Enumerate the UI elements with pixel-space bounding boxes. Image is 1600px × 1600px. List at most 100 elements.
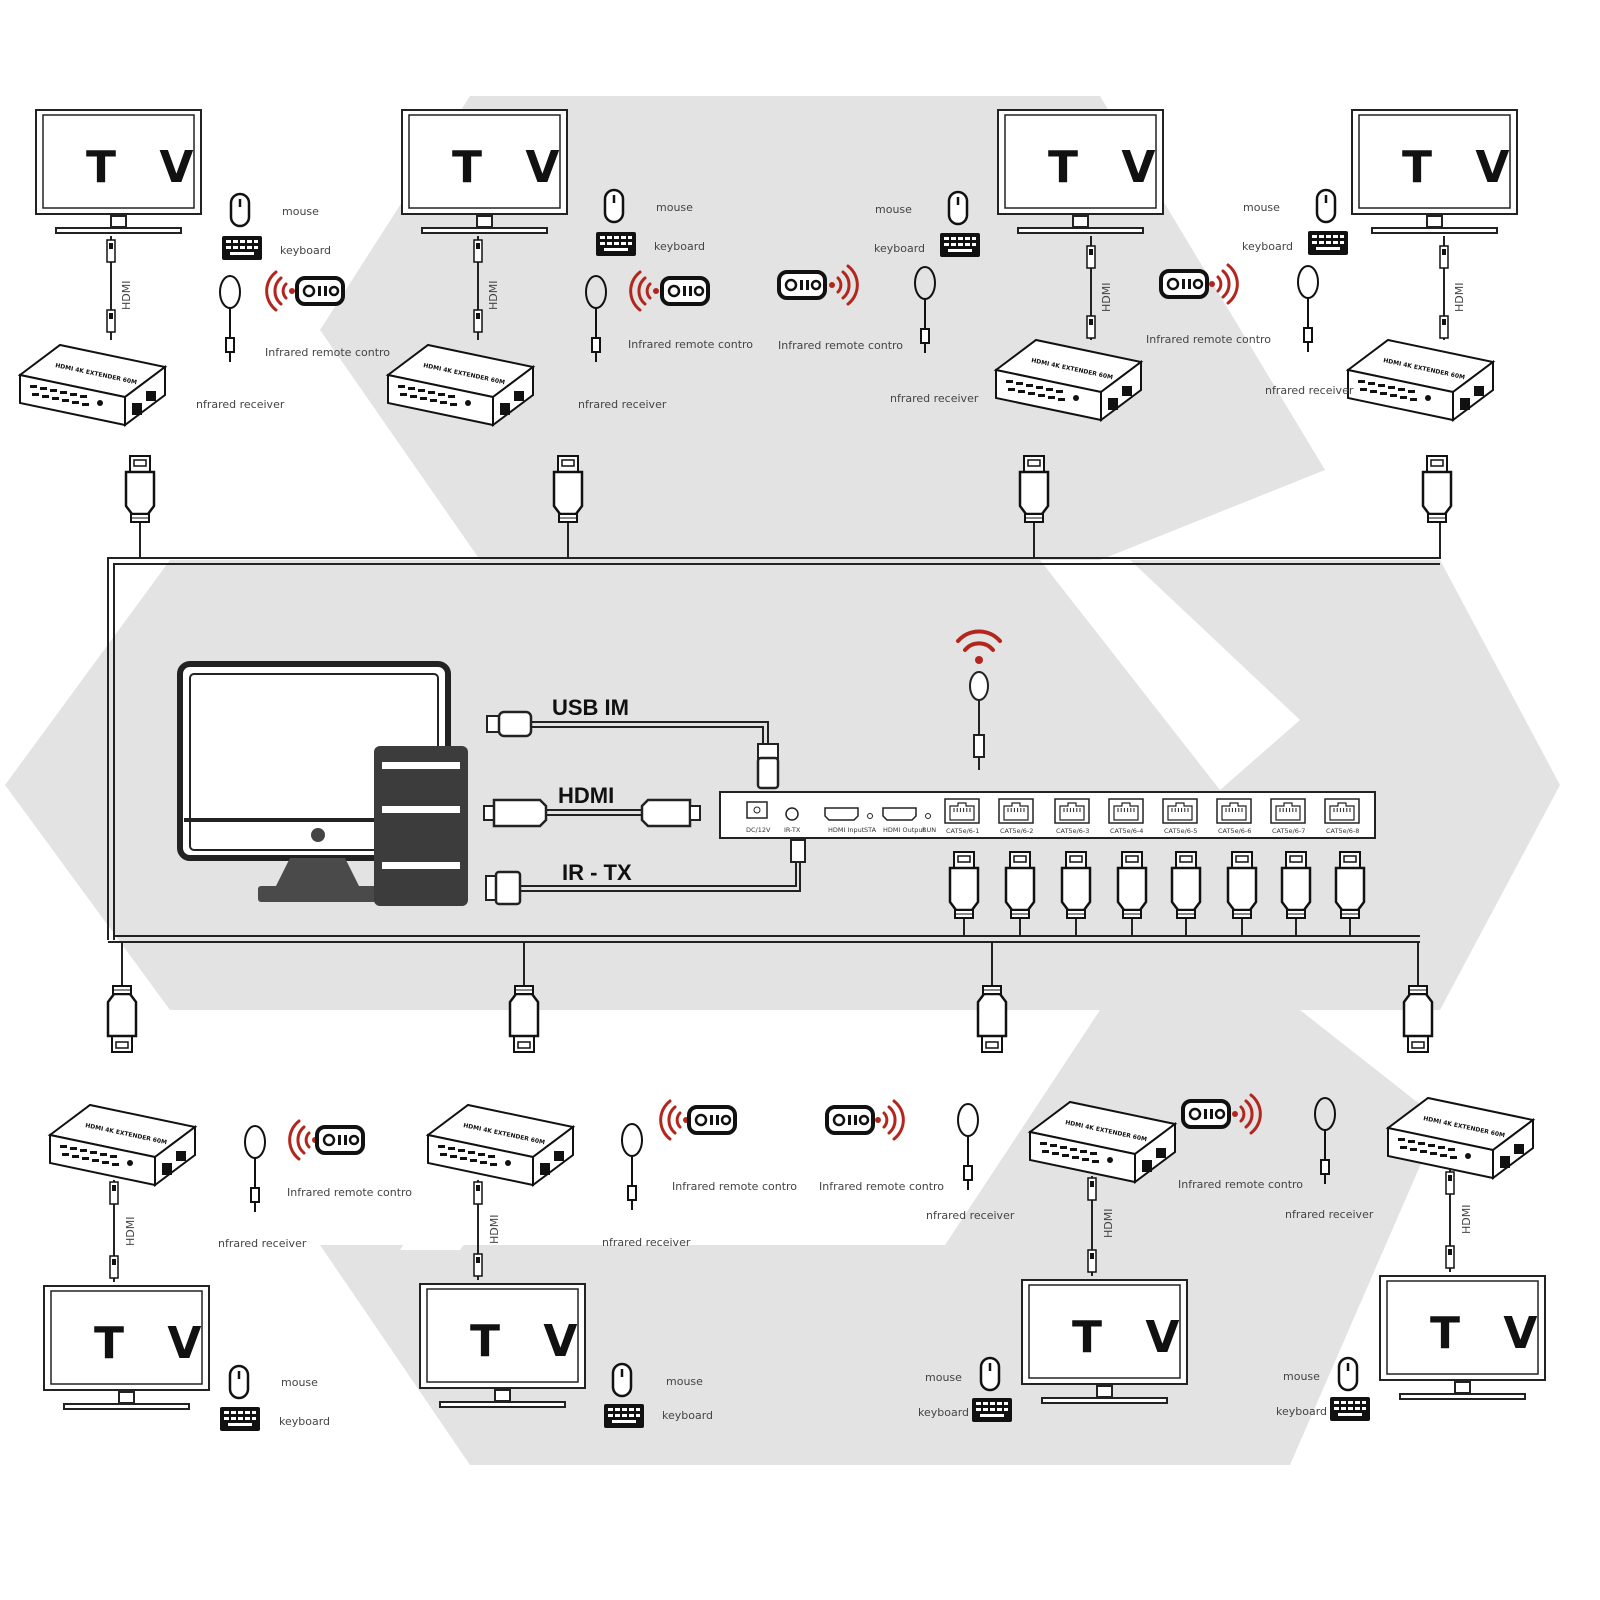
mouse-icon bbox=[228, 1364, 250, 1400]
rj45-port-label: CAT5e/6-7 bbox=[1272, 827, 1305, 835]
hdmi-label: HDMI bbox=[1102, 1209, 1115, 1238]
ir-receiver-icon bbox=[957, 1103, 979, 1191]
remote-icon bbox=[1159, 269, 1209, 299]
hdmi-plug-icon bbox=[1060, 850, 1092, 920]
rj45-port-3: CAT5e/6-3 bbox=[1054, 798, 1090, 835]
keyboard-icon bbox=[940, 233, 980, 257]
remote-icon bbox=[1181, 1099, 1231, 1129]
hdmi-input-cable bbox=[483, 798, 701, 828]
hdmi-plug-icon bbox=[1334, 850, 1366, 920]
keyboard-label: keyboard bbox=[918, 1406, 969, 1419]
ir-receiver-icon bbox=[244, 1125, 266, 1213]
hdmi-label: HDMI bbox=[120, 281, 133, 310]
ir-receiver-icon bbox=[1297, 265, 1319, 353]
ir-remote-label: Infrared remote contro bbox=[672, 1180, 797, 1193]
hdmi-cable-8: HDMI bbox=[1445, 1170, 1473, 1272]
mouse-icon bbox=[603, 188, 625, 224]
rj45-port-label: CAT5e/6-3 bbox=[1056, 827, 1089, 835]
tv-label: T V bbox=[470, 1316, 591, 1367]
mouse-icon bbox=[1315, 188, 1337, 224]
irtx-port-label: IR-TX bbox=[784, 826, 801, 834]
tv-label: T V bbox=[1430, 1308, 1551, 1359]
keyboard-icon bbox=[1330, 1397, 1370, 1421]
keyboard-label: keyboard bbox=[279, 1415, 330, 1428]
tv-label: T V bbox=[1402, 142, 1523, 193]
remote-icon bbox=[777, 270, 827, 300]
hdmi-plug-icon bbox=[1402, 984, 1434, 1054]
ir-wave-icon bbox=[288, 1119, 320, 1161]
rj45-port-label: CAT5e/6-5 bbox=[1164, 827, 1197, 835]
ir-receiver-label: nfrared receiver bbox=[578, 398, 667, 411]
mouse-label: mouse bbox=[1243, 201, 1280, 214]
rj45-port-label: CAT5e/6-6 bbox=[1218, 827, 1251, 835]
ir-receiver-label: nfrared receiver bbox=[602, 1236, 691, 1249]
usb-label: USB IM bbox=[552, 695, 629, 720]
remote-icon bbox=[660, 276, 710, 306]
wifi-signal-icon bbox=[956, 629, 1002, 664]
hdmi-plug-icon bbox=[508, 984, 540, 1054]
ir-remote-label: Infrared remote contro bbox=[819, 1180, 944, 1193]
remote-icon bbox=[687, 1105, 737, 1135]
keyboard-icon bbox=[1308, 231, 1348, 255]
hdmi-cable-6: HDMI bbox=[473, 1180, 501, 1280]
sta-label: STA bbox=[864, 826, 877, 834]
ir-receiver-label: nfrared receiver bbox=[1265, 384, 1354, 397]
ir-receiver-icon bbox=[219, 275, 241, 363]
hdmi-cable-5: HDMI bbox=[109, 1180, 137, 1282]
hdmi-plug-icon bbox=[1018, 454, 1050, 524]
hdmi-cable-4: HDMI bbox=[1439, 236, 1466, 340]
mouse-icon bbox=[611, 1362, 633, 1398]
tv-1: T V bbox=[35, 109, 207, 234]
ir-remote-label: Infrared remote contro bbox=[287, 1186, 412, 1199]
splitter-icon: DC/12V IR-TX HDMI Input STA HDMI Output … bbox=[719, 791, 1376, 839]
keyboard-icon bbox=[596, 232, 636, 256]
tv-4: T V bbox=[1351, 109, 1523, 234]
usb-cable bbox=[486, 710, 780, 790]
hdmi-plug-icon bbox=[976, 984, 1008, 1054]
hdmi-label: HDMI bbox=[1460, 1205, 1473, 1234]
hdmi-plug-icon bbox=[948, 850, 980, 920]
ir-receiver-label: nfrared receiver bbox=[890, 392, 979, 405]
tv-8: T V bbox=[1379, 1275, 1551, 1400]
hdmi-in-port-label: HDMI Input bbox=[828, 826, 865, 834]
keyboard-icon bbox=[972, 1398, 1012, 1422]
mouse-label: mouse bbox=[925, 1371, 962, 1384]
extender-5 bbox=[49, 1104, 196, 1186]
hdmi-label: HDMI bbox=[488, 1215, 501, 1244]
hdmi-cable-1: HDMI bbox=[106, 236, 133, 340]
tv-label: T V bbox=[94, 1318, 215, 1369]
keyboard-label: keyboard bbox=[1276, 1405, 1327, 1418]
hdmi-plug-icon bbox=[1421, 454, 1453, 524]
mouse-icon bbox=[229, 192, 251, 228]
tv-5: T V bbox=[43, 1285, 215, 1410]
mouse-label: mouse bbox=[281, 1376, 318, 1389]
remote-icon bbox=[315, 1125, 365, 1155]
mouse-label: mouse bbox=[875, 203, 912, 216]
extender-1 bbox=[19, 344, 166, 426]
hdmi-label: HDMI bbox=[487, 281, 500, 310]
tv-label: T V bbox=[86, 142, 207, 193]
tv-label: T V bbox=[452, 142, 573, 193]
rj45-port-label: CAT5e/6-1 bbox=[946, 827, 979, 835]
rj45-port-5: CAT5e/6-5 bbox=[1162, 798, 1198, 835]
ir-wave-icon bbox=[265, 270, 297, 312]
hdmi-plug-icon bbox=[552, 454, 584, 524]
tv-label: T V bbox=[1048, 142, 1169, 193]
hdmi-plug-icon bbox=[124, 454, 156, 524]
server-tower-icon bbox=[374, 746, 468, 906]
rj45-port-4: CAT5e/6-4 bbox=[1108, 798, 1144, 835]
keyboard-icon bbox=[220, 1407, 260, 1431]
ir-remote-label: Infrared remote contro bbox=[628, 338, 753, 351]
mouse-label: mouse bbox=[1283, 1370, 1320, 1383]
ir-remote-label: Infrared remote contro bbox=[265, 346, 390, 359]
keyboard-label: keyboard bbox=[280, 244, 331, 257]
ir-wave-icon bbox=[873, 1099, 905, 1141]
hdmi-center-label: HDMI bbox=[558, 783, 614, 808]
remote-icon bbox=[825, 1105, 875, 1135]
ir-receiver-label: nfrared receiver bbox=[196, 398, 285, 411]
remote-icon bbox=[295, 276, 345, 306]
extender-4 bbox=[1347, 339, 1494, 421]
hdmi-label: HDMI bbox=[1453, 283, 1466, 312]
rj45-port-label: CAT5e/6-2 bbox=[1000, 827, 1033, 835]
hdmi-cable-2: HDMI bbox=[473, 236, 500, 340]
